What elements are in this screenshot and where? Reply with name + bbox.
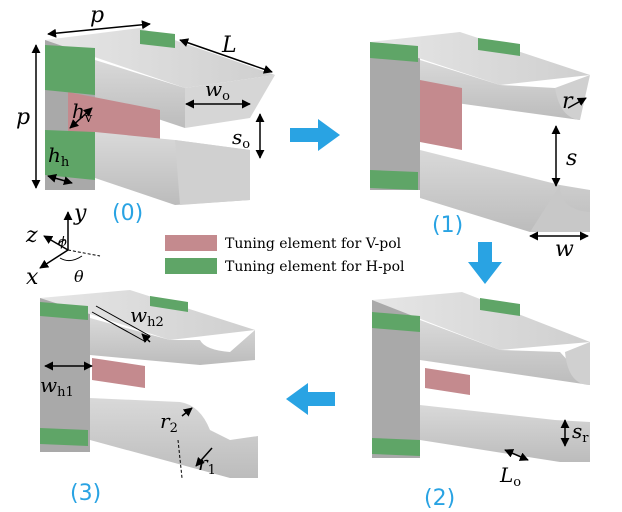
stage-0-dimensions: p L p wo so hv hh [16,3,273,189]
label-r2: r2 [160,409,178,436]
label-w: w [555,237,574,262]
label-L: L [221,33,237,58]
legend-swatch-vpol [165,235,217,251]
axis-z-label: z [25,223,38,248]
arrow-2-to-3 [286,383,335,415]
hpol-element-0a [45,45,95,95]
vpol-element-2 [425,368,470,395]
label-so: so [232,125,250,152]
label-wh1: wh1 [40,373,74,400]
label-sr: sr [572,419,589,446]
angle-theta-label: θ [74,267,84,286]
stage-label-3: (3) [70,481,101,506]
stage-2-structure [372,292,590,462]
hpol-element-0b [45,130,95,180]
label-s: s [566,146,577,171]
arrow-0-to-1 [290,119,340,151]
coordinate-axes: y z x ϕ θ [25,201,101,290]
legend-swatch-hpol [165,258,217,274]
arrow-1-to-2 [468,242,502,284]
legend: Tuning element for V-pol Tuning element … [165,235,405,275]
label-hh: hh [48,143,70,170]
label-p-side: p [16,105,30,130]
vpol-element-1 [420,80,462,150]
transition-arrows [286,119,502,415]
angle-phi-label: ϕ [58,235,67,250]
label-r: r [562,89,574,114]
stage-3-structure [40,290,258,478]
stage-label-0: (0) [112,201,143,226]
label-p-top: p [90,3,104,28]
legend-text-hpol: Tuning element for H-pol [225,259,405,275]
label-wh2: wh2 [130,303,164,330]
stage-label-2: (2) [424,486,455,511]
label-hv: hv [72,99,93,126]
label-Lo: Lo [499,463,521,490]
axis-x-label: x [26,265,39,290]
label-r1: r1 [198,451,216,478]
legend-text-vpol: Tuning element for V-pol [225,236,402,252]
stage-1-dimensions: r s w [529,89,589,262]
stage-2-dimensions: sr Lo [499,419,589,490]
axis-y-label: y [73,201,87,226]
label-wo: wo [205,77,230,104]
stage-1-structure [370,32,590,232]
vpol-element-3 [92,358,145,388]
stage-3-dimensions: wh2 wh1 r2 r1 [40,303,216,479]
stage-label-1: (1) [432,213,463,238]
